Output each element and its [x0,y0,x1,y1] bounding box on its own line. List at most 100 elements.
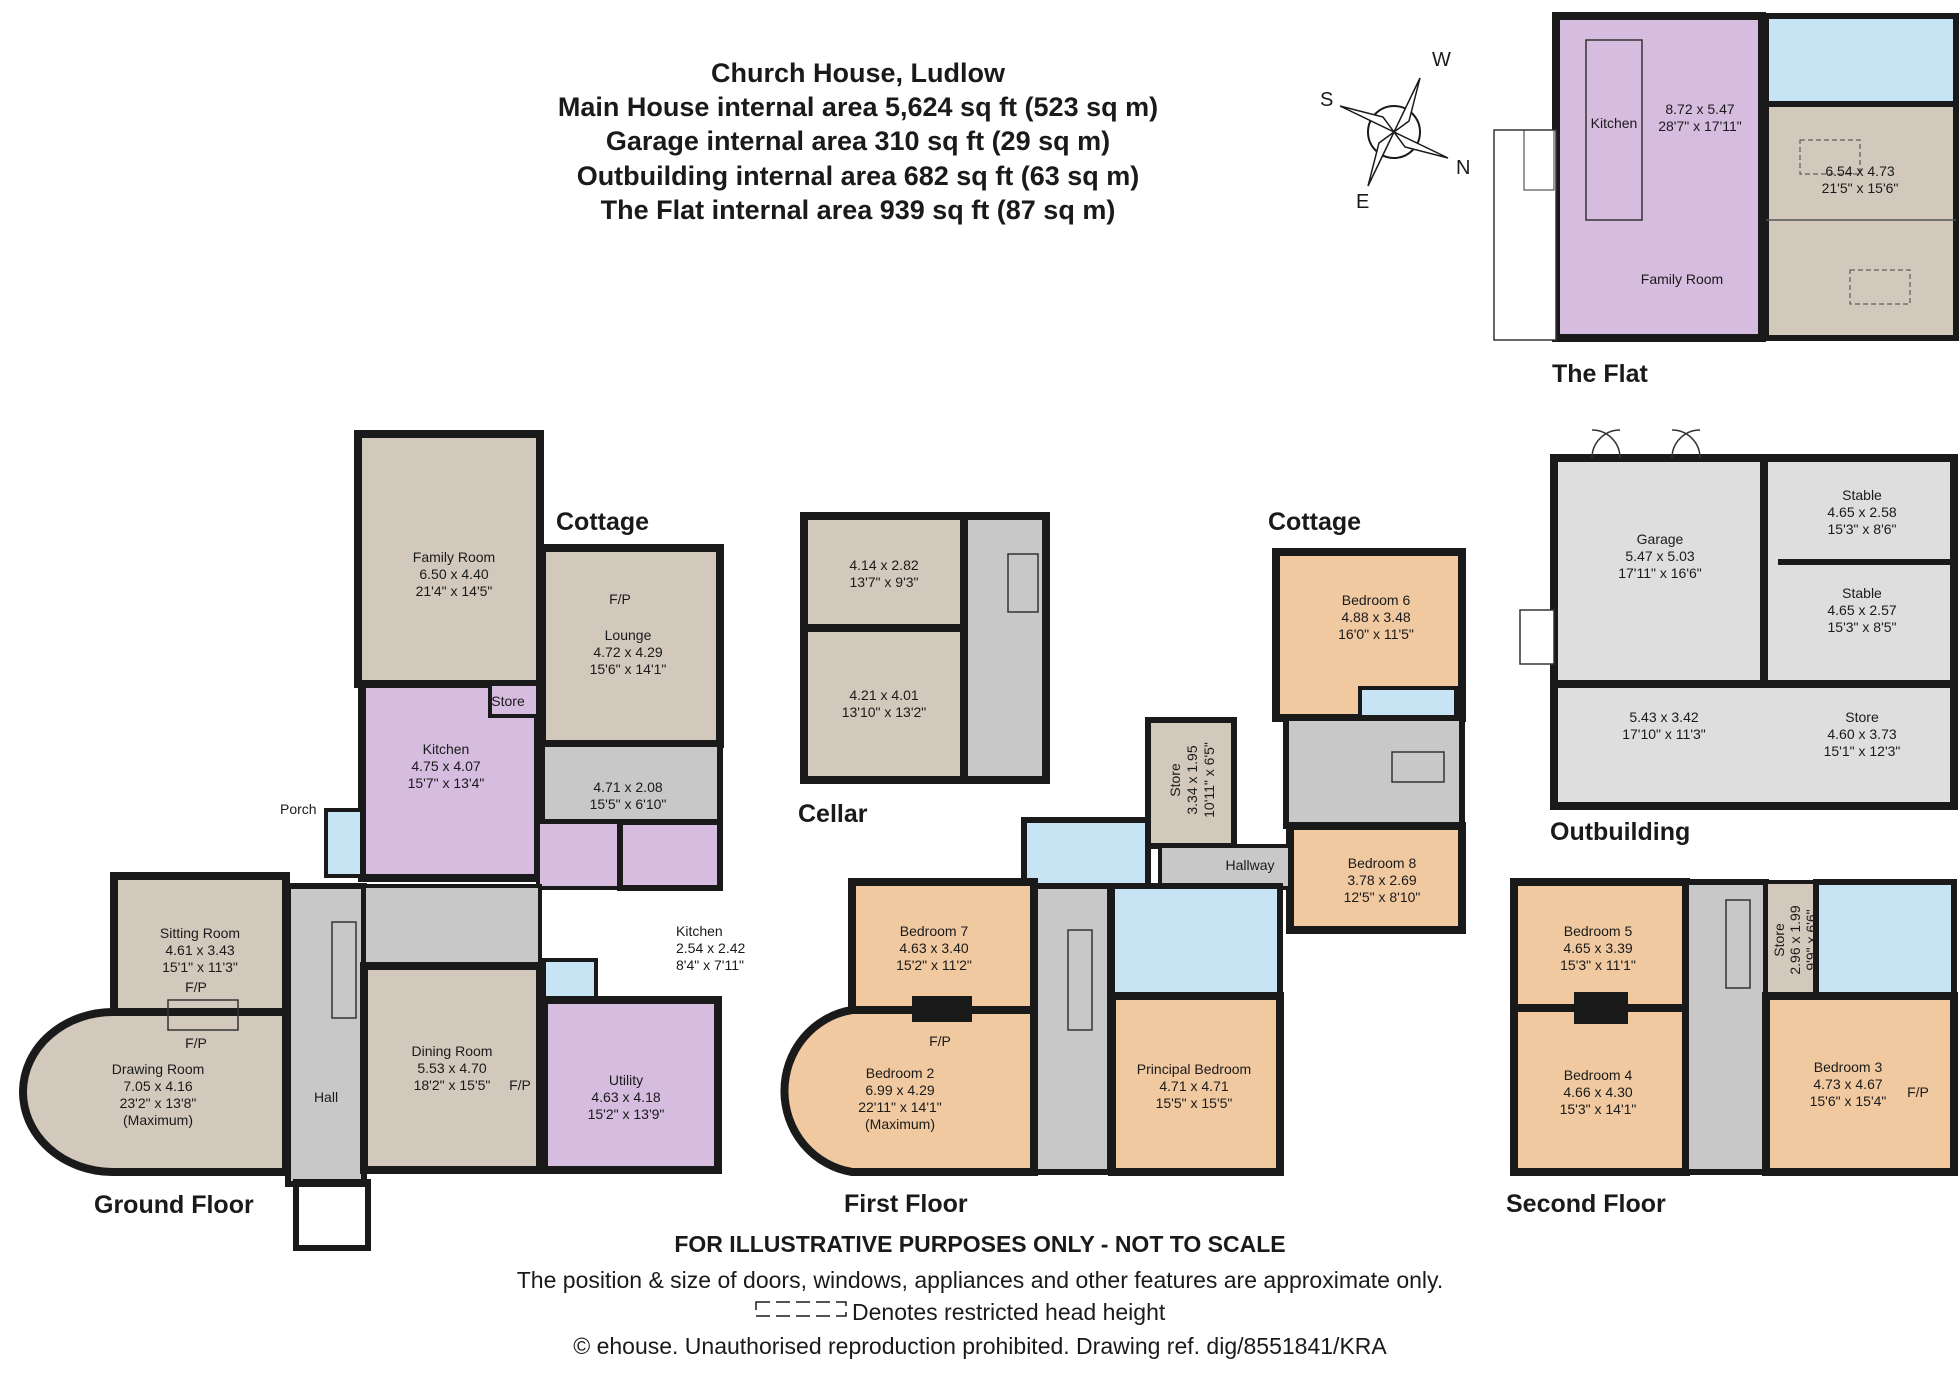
gf-family-room-label: Family Room [413,549,495,565]
cellar-plan: 4.14 x 2.82 13'7" x 9'3" 4.21 x 4.01 13'… [798,512,1050,828]
header: Church House, Ludlow Main House internal… [558,58,1158,225]
area-main-house: Main House internal area 5,624 sq ft (52… [558,92,1158,122]
flat-kitchen-label: Kitchen [1591,115,1638,131]
copyright-text: © ehouse. Unauthorised reproduction proh… [573,1333,1387,1359]
ff-bedroom8-metric: 3.78 x 2.69 [1347,872,1416,888]
gf-sitting-room-label: Sitting Room [160,925,240,941]
area-garage: Garage internal area 310 sq ft (29 sq m) [606,126,1110,156]
sf-bedroom3-fp: F/P [1907,1084,1929,1100]
stable1-label: Stable [1842,487,1882,503]
flat-bed-imperial: 21'5" x 15'6" [1822,180,1899,196]
gf-lounge-metric: 4.72 x 4.29 [593,644,662,660]
disclaimer-text: FOR ILLUSTRATIVE PURPOSES ONLY - NOT TO … [674,1231,1285,1257]
ff-principal-imperial: 15'5" x 15'5" [1156,1095,1233,1111]
flat-family-metric: 8.72 x 5.47 [1665,101,1734,117]
ff-bedroom7-imperial: 15'2" x 11'2" [896,957,972,973]
outbuilding-store-metric: 4.60 x 3.73 [1827,726,1896,742]
gf-cottage-room-imperial: 15'5" x 6'10" [590,796,667,812]
gf-hall-label: Hall [314,1089,338,1105]
ff-bedroom6-imperial: 16'0" x 11'5" [1338,626,1414,642]
ff-bedroom2-metric: 6.99 x 4.29 [865,1082,934,1098]
ff-bedroom2-fp: F/P [929,1033,951,1049]
sf-bedroom5-label: Bedroom 5 [1564,923,1633,939]
gf-drawing-room-label: Drawing Room [112,1061,205,1077]
footer: FOR ILLUSTRATIVE PURPOSES ONLY - NOT TO … [517,1231,1443,1359]
ff-bedroom2-imperial: 22'11" x 14'1" [858,1099,942,1115]
stable2-imperial: 15'3" x 8'5" [1828,619,1897,635]
gf-cottage-label: Cottage [556,508,649,536]
cellar1-imperial: 13'7" x 9'3" [850,574,919,590]
first-floor-plan: Bedroom 6 4.88 x 3.48 16'0" x 11'5" Stor… [780,508,1466,1218]
flat-family-imperial: 28'7" x 17'11" [1658,118,1742,134]
compass-n: N [1456,157,1470,179]
gf-dining-room-label: Dining Room [412,1043,493,1059]
gf-kitchen2-imperial: 8'4" x 7'11" [676,957,744,973]
gf-sitting-room-fp: F/P [185,979,207,995]
gf-family-room-metric: 6.50 x 4.40 [419,566,488,582]
ff-bedroom2-label: Bedroom 2 [866,1065,935,1081]
ff-bedroom8-imperial: 12'5" x 8'10" [1344,889,1421,905]
cellar2-metric: 4.21 x 4.01 [849,687,918,703]
sf-bedroom4-metric: 4.66 x 4.30 [1563,1084,1632,1100]
sf-bedroom4-label: Bedroom 4 [1564,1067,1633,1083]
sf-store-imperial: 9'9" x 6'6" [1803,909,1819,970]
outbuilding-room-imperial: 17'10" x 11'3" [1622,726,1706,742]
cellar-floor-label: Cellar [798,800,868,828]
compass-icon: W N E S [1320,49,1470,213]
sf-store-metric: 2.96 x 1.99 [1787,905,1803,974]
gf-sitting-room-imperial: 15'1" x 11'3" [162,959,238,975]
gf-drawing-room-fp: F/P [185,1035,207,1051]
plan-title: Church House, Ludlow [711,58,1006,88]
gf-drawing-room-note: (Maximum) [123,1112,193,1128]
outbuilding-floor-label: Outbuilding [1550,818,1690,846]
gf-kitchen-imperial: 15'7" x 13'4" [408,775,485,791]
gf-kitchen-label: Kitchen [423,741,470,757]
sf-store-label: Store [1771,923,1787,957]
gf-utility-imperial: 15'2" x 13'9" [588,1106,665,1122]
gf-dining-room-metric: 5.53 x 4.70 [417,1060,486,1076]
cellar1-metric: 4.14 x 2.82 [849,557,918,573]
gf-lounge-fp: F/P [609,591,631,607]
area-outbuilding: Outbuilding internal area 682 sq ft (63 … [577,161,1140,191]
gf-utility-metric: 4.63 x 4.18 [591,1089,660,1105]
outbuilding-room-metric: 5.43 x 3.42 [1629,709,1698,725]
restricted-note: Denotes restricted head height [852,1299,1166,1325]
second-floor-label: Second Floor [1506,1190,1666,1218]
compass-s: S [1320,89,1333,111]
first-floor-label: First Floor [844,1190,968,1218]
compass-e: E [1356,191,1369,213]
gf-lounge-imperial: 15'6" x 14'1" [590,661,667,677]
ground-floor-label: Ground Floor [94,1191,254,1219]
outbuilding-store-imperial: 15'1" x 12'3" [1824,743,1901,759]
gf-store-label: Store [491,693,525,709]
ff-bedroom7-label: Bedroom 7 [900,923,969,939]
gf-dining-room-fp: F/P [509,1077,531,1093]
gf-drawing-room-imperial: 23'2" x 13'8" [120,1095,197,1111]
garage-label: Garage [1637,531,1684,547]
flat-bed-metric: 6.54 x 4.73 [1825,163,1894,179]
stable2-label: Stable [1842,585,1882,601]
ff-store-metric: 3.34 x 1.95 [1184,745,1200,814]
stable2-metric: 4.65 x 2.57 [1827,602,1896,618]
ground-floor-plan: Family Room 6.50 x 4.40 21'4" x 14'5" F/… [19,430,745,1251]
cellar2-imperial: 13'10" x 13'2" [842,704,927,720]
gf-dining-room-imperial: 18'2" x 15'5" [414,1077,491,1093]
ff-bedroom7-metric: 4.63 x 3.40 [899,940,968,956]
gf-kitchen2-metric: 2.54 x 2.42 [676,940,745,956]
ff-principal-metric: 4.71 x 4.71 [1159,1078,1228,1094]
area-flat: The Flat internal area 939 sq ft (87 sq … [601,195,1116,225]
sf-bedroom3-label: Bedroom 3 [1814,1059,1883,1075]
ff-store-label: Store [1167,763,1183,797]
sf-bedroom3-metric: 4.73 x 4.67 [1813,1076,1882,1092]
gf-drawing-room-metric: 7.05 x 4.16 [123,1078,192,1094]
restricted-head-height-key-icon [755,1301,847,1317]
garage-imperial: 17'11" x 16'6" [1618,565,1702,581]
second-floor-plan: Bedroom 5 4.65 x 3.39 15'3" x 11'1" Stor… [1506,878,1958,1218]
ff-bedroom6-metric: 4.88 x 3.48 [1341,609,1410,625]
gf-cottage-room-metric: 4.71 x 2.08 [593,779,662,795]
gf-kitchen2-label: Kitchen [676,923,723,939]
ff-store-imperial: 10'11" x 6'5" [1201,742,1217,818]
sf-bedroom5-metric: 4.65 x 3.39 [1563,940,1632,956]
